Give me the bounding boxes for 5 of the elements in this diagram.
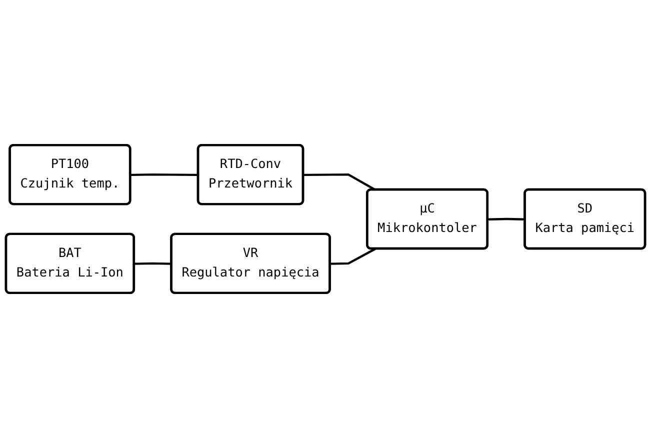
connector [330,248,376,265]
connector [134,262,172,265]
connector [130,173,198,176]
connector [303,173,376,191]
connector [488,218,526,220]
